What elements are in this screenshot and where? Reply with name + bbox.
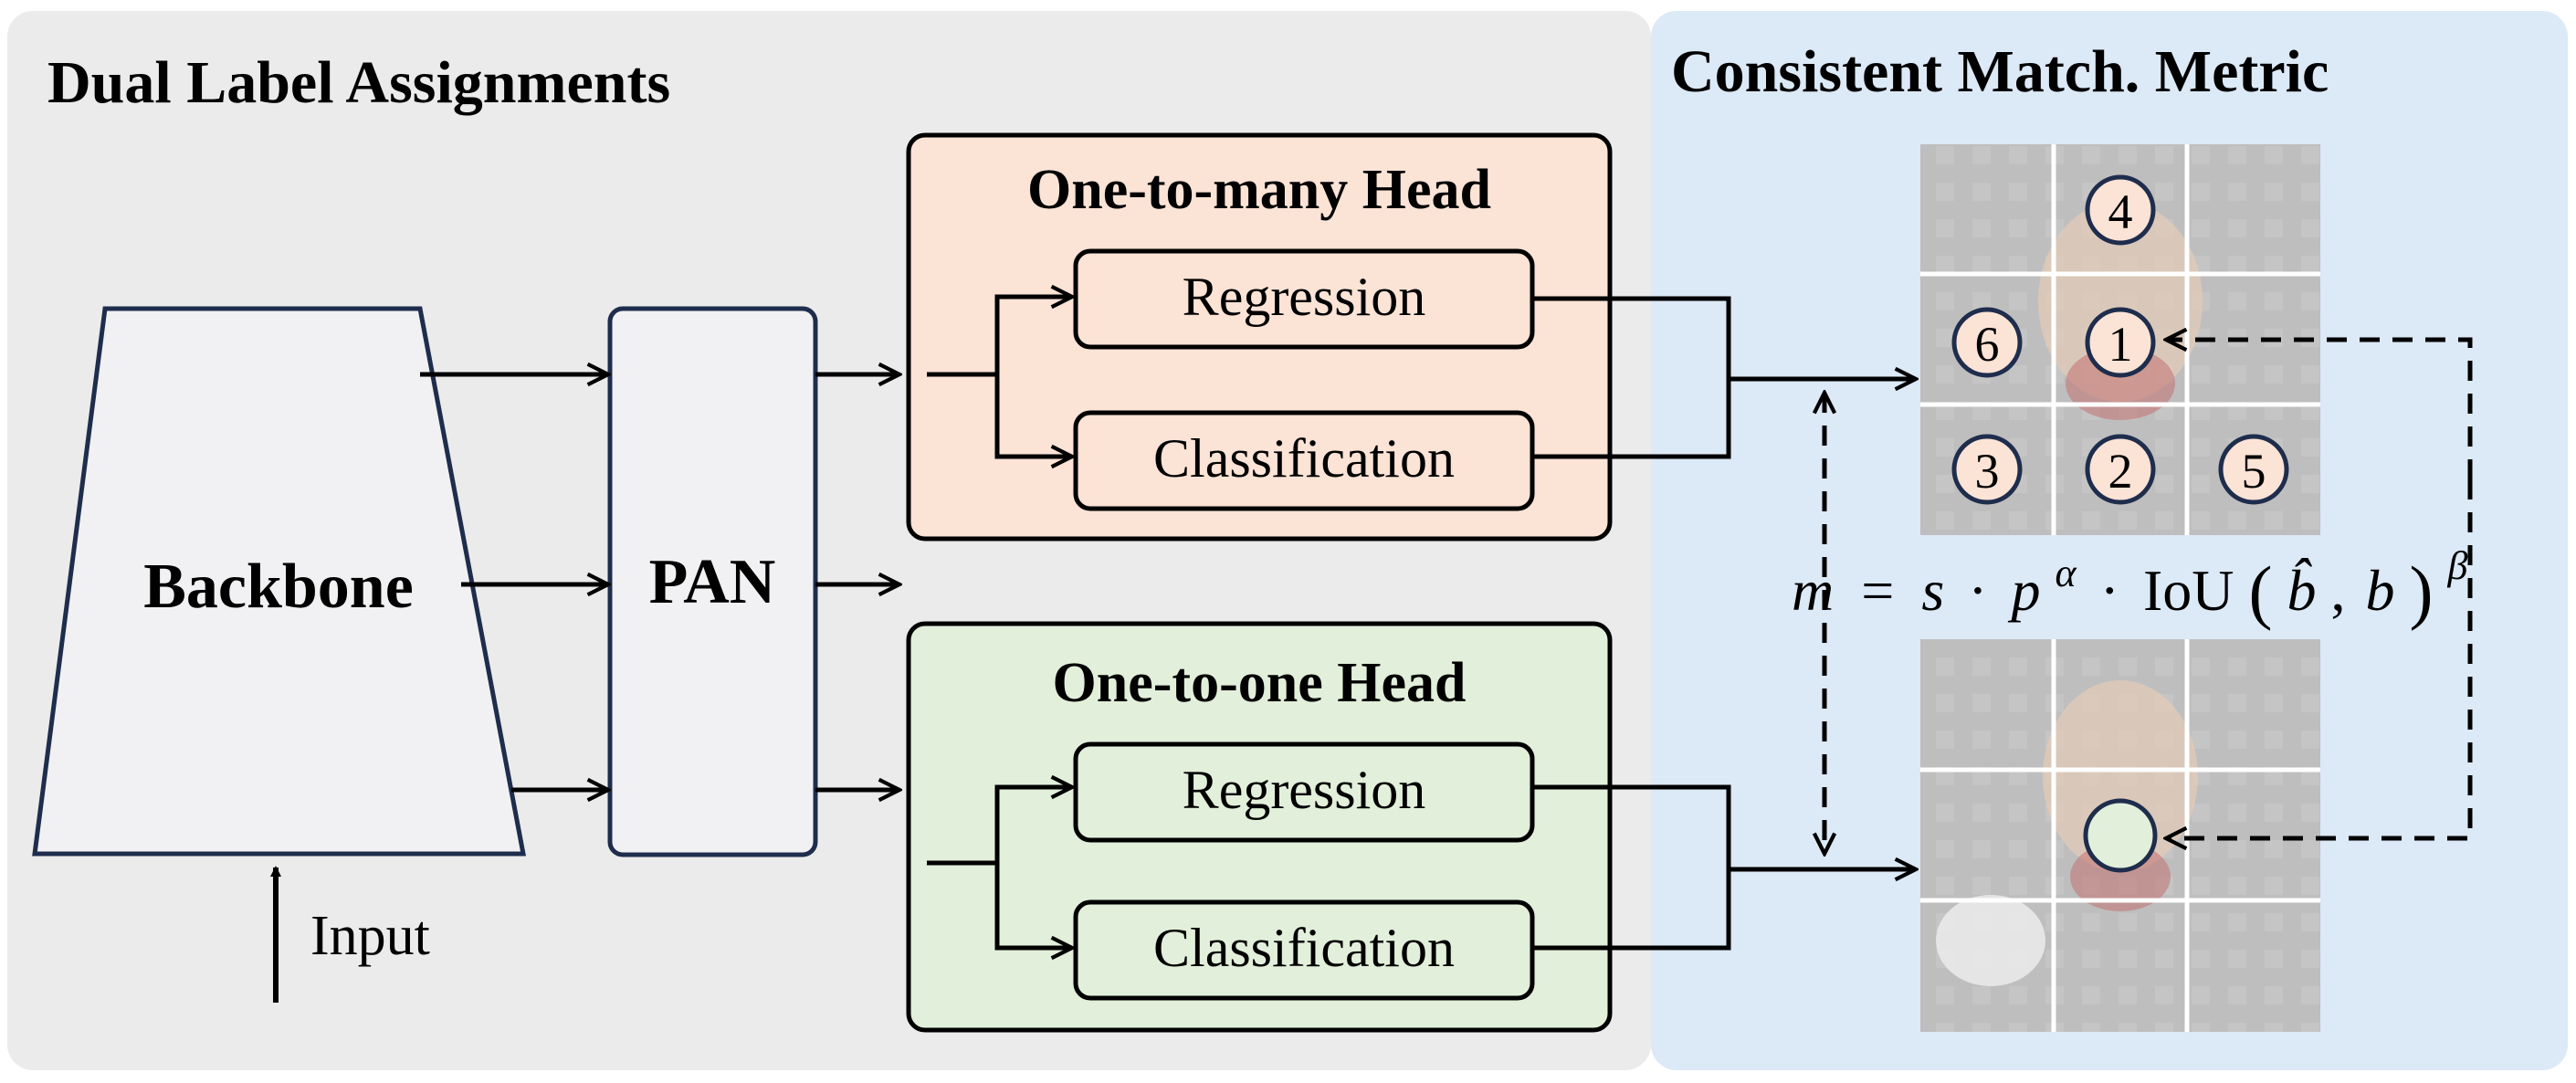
match-metric-formula: m = s · p α · IoU ( b̂ , b ) β	[1792, 534, 2467, 631]
one-to-many-title: One-to-many Head	[1027, 159, 1491, 221]
one-to-many-regression-out	[1532, 296, 1731, 379]
rank-label-1: 1	[2108, 317, 2133, 372]
backbone-label: Backbone	[143, 552, 414, 622]
one-to-one-regression-out	[1532, 784, 1731, 869]
right-panel-bg	[1651, 11, 2568, 1070]
one-to-many-regression-label: Regression	[1183, 267, 1426, 327]
rank-label-4: 4	[2108, 184, 2133, 239]
rank-circle-4: 4	[2085, 174, 2156, 246]
input-label: Input	[310, 905, 430, 967]
one-to-one-classification-label: Classification	[1153, 918, 1455, 978]
one-to-many-fork-to-classification	[994, 374, 1072, 457]
rank-circle-6: 6	[1951, 307, 2023, 378]
one-to-one-classification-out	[1532, 869, 1731, 951]
rank-label-2: 2	[2108, 444, 2133, 499]
rank-label-6: 6	[1975, 317, 2000, 372]
one-to-one-title: One-to-one Head	[1053, 652, 1467, 714]
one-to-one-regression-box	[1073, 741, 1535, 843]
rank-circle-5: 5	[2218, 434, 2289, 505]
one-to-one-fork-to-classification	[994, 863, 1072, 948]
one-to-many-fork-to-regression	[994, 297, 1072, 374]
backbone-block	[32, 306, 527, 857]
one-to-one-fork-to-regression	[994, 787, 1072, 863]
right-panel-title: Consistent Match. Metric	[1671, 38, 2329, 105]
metric-to-bottom-dashed-arrow	[2166, 479, 2473, 838]
metric-to-top-dashed-arrow	[2166, 340, 2473, 479]
matched-anchor-circle	[2083, 798, 2158, 873]
one-to-many-classification-out	[1532, 379, 1731, 459]
rank-circle-1: 1	[2085, 307, 2156, 378]
one-to-many-classification-box	[1073, 410, 1535, 511]
rank-label-3: 3	[1975, 444, 2000, 499]
rank-circle-3: 3	[1951, 434, 2023, 505]
rank-circle-2: 2	[2085, 434, 2156, 505]
left-panel-title: Dual Label Assignments	[47, 49, 670, 116]
rank-label-5: 5	[2242, 444, 2266, 499]
one-to-many-classification-label: Classification	[1153, 428, 1455, 489]
pan-label: PAN	[649, 547, 776, 617]
one-to-one-regression-label: Regression	[1183, 760, 1426, 820]
